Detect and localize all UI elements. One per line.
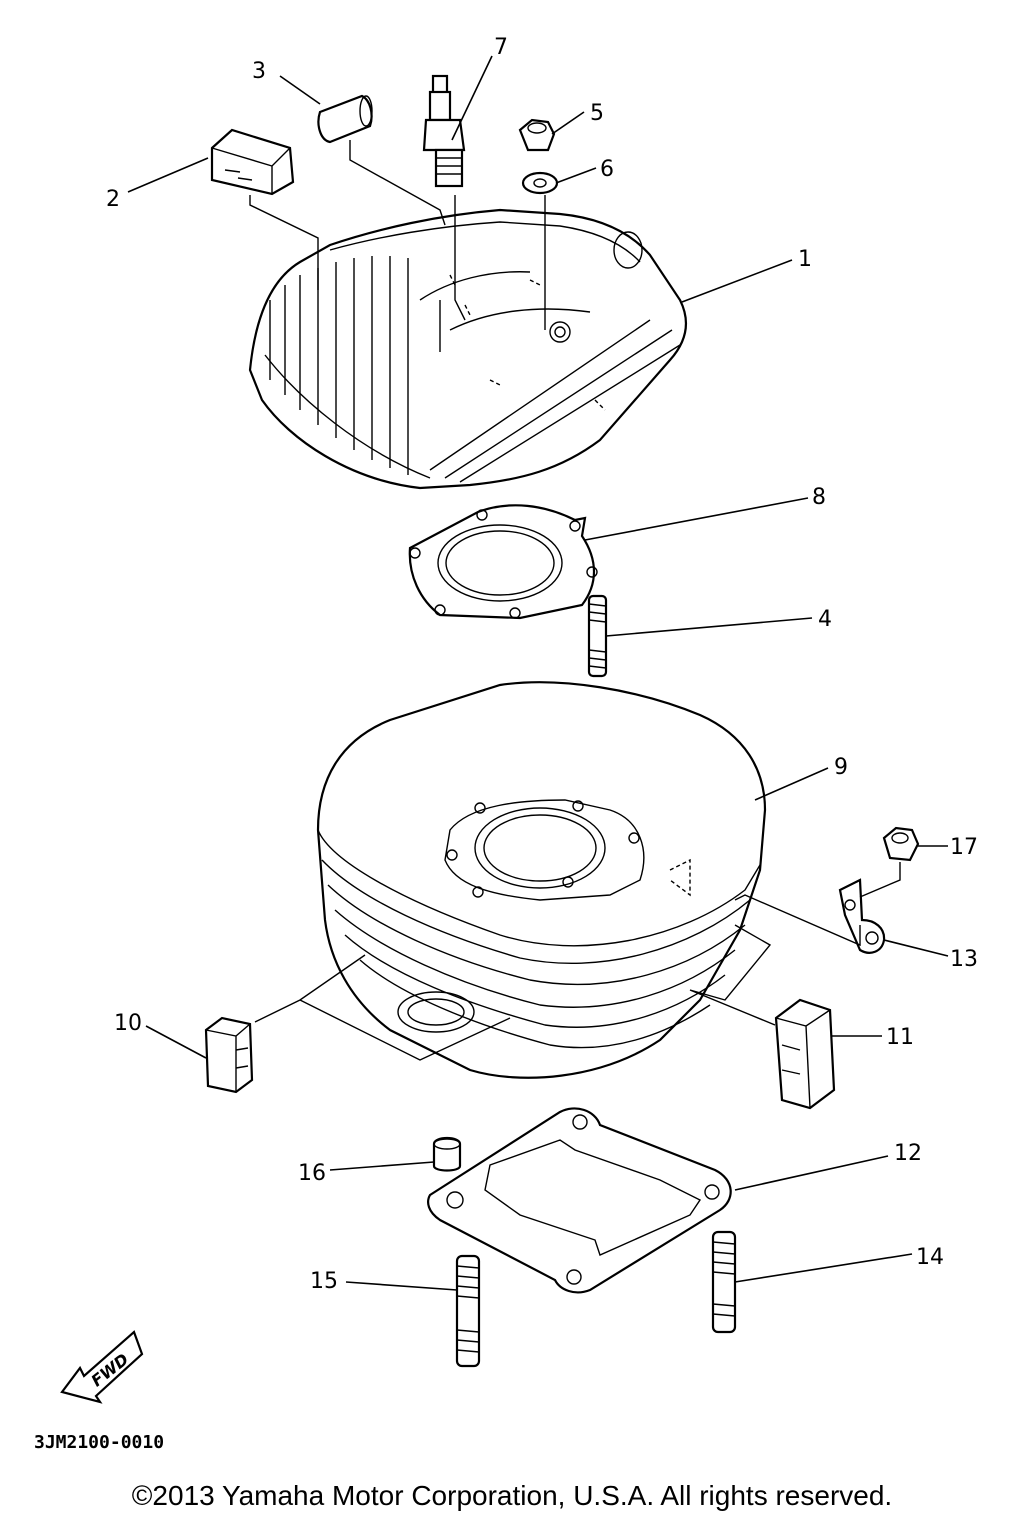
- damper-2-part[interactable]: [210, 128, 295, 196]
- cylinder-9-part[interactable]: [316, 681, 767, 1079]
- nut-5-part[interactable]: [518, 118, 556, 152]
- leader-lines: [127, 55, 949, 1291]
- bracket-13-part[interactable]: [838, 878, 886, 954]
- callout-1: 1: [798, 247, 812, 272]
- washer-6-part[interactable]: [521, 171, 559, 195]
- callout-13: 13: [950, 947, 978, 972]
- copyright-notice: ©2013 Yamaha Motor Corporation, U.S.A. A…: [131, 1480, 893, 1511]
- callout-8: 8: [812, 485, 826, 510]
- cap-3-part[interactable]: [317, 94, 373, 144]
- callout-11: 11: [886, 1025, 914, 1050]
- callout-16: 16: [298, 1161, 326, 1186]
- callout-6: 6: [600, 157, 614, 182]
- cylinder-head-part[interactable]: [248, 208, 687, 490]
- stud-15-part[interactable]: [455, 1254, 481, 1368]
- stud-4-part[interactable]: [587, 594, 608, 678]
- drawing-code: 3JM2100-0010: [34, 1432, 164, 1453]
- head-gasket-8-part[interactable]: [408, 504, 598, 620]
- alignment-lines-bracket: [734, 862, 901, 947]
- callout-5: 5: [590, 101, 604, 126]
- base-gasket-12-part[interactable]: [427, 1107, 732, 1294]
- callout-10: 10: [114, 1011, 142, 1036]
- callout-4: 4: [818, 607, 832, 632]
- callout-15: 15: [310, 1269, 338, 1294]
- stud-14-part[interactable]: [711, 1230, 737, 1334]
- nut-17-part[interactable]: [882, 826, 920, 862]
- alignment-lines-head: [249, 140, 546, 352]
- alignment-lines-dampers: [254, 924, 776, 1061]
- callout-2: 2: [106, 187, 120, 212]
- damper-11-part[interactable]: [774, 998, 836, 1110]
- callout-3: 3: [252, 59, 266, 84]
- callout-7: 7: [494, 35, 508, 60]
- fwd-arrow-icon: FWD: [60, 1330, 144, 1404]
- callout-9: 9: [834, 755, 848, 780]
- dowel-16-part[interactable]: [432, 1136, 462, 1172]
- callout-17: 17: [950, 835, 978, 860]
- spark-plug-7-part[interactable]: [422, 74, 466, 188]
- callout-14: 14: [916, 1245, 944, 1270]
- damper-10-part[interactable]: [204, 1016, 254, 1094]
- callout-12: 12: [894, 1141, 922, 1166]
